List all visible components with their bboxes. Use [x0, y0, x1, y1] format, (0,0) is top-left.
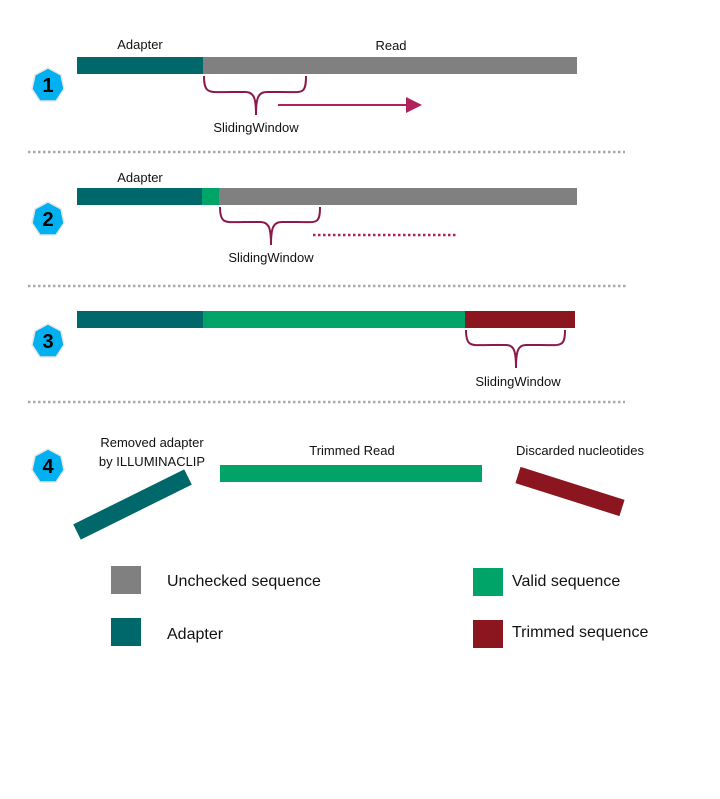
sliding-window-label: SlidingWindow: [475, 374, 561, 389]
adapter-segment: [77, 311, 203, 328]
step-3-badge: 3: [31, 323, 65, 358]
legend-label-valid: Valid sequence: [512, 573, 620, 590]
valid-segment: [203, 311, 465, 328]
step-2: 2 Adapter SlidingWindow: [31, 170, 577, 265]
legend-label-unchecked: Unchecked sequence: [167, 573, 321, 590]
adapter-label: Adapter: [117, 170, 163, 185]
removed-adapter-label: Removed adapter: [100, 435, 204, 450]
sliding-window-brace: [203, 75, 307, 116]
discarded-segment: [515, 466, 625, 517]
unchecked-segment: [203, 57, 577, 74]
adapter-segment: [77, 57, 203, 74]
unchecked-segment: [219, 188, 577, 205]
step-4-badge: 4: [31, 448, 65, 483]
sliding-window-brace: [465, 329, 566, 369]
sliding-window-label: SlidingWindow: [228, 250, 314, 265]
adapter-segment: [77, 188, 202, 205]
sliding-window-label: SlidingWindow: [213, 120, 299, 135]
valid-segment: [202, 188, 219, 205]
step-number: 3: [42, 331, 53, 353]
step-number: 4: [42, 456, 54, 478]
legend-label-adapter: Adapter: [167, 626, 224, 643]
step-1: 1 Adapter Read SlidingWindow: [31, 37, 577, 135]
legend-swatch-adapter: [111, 618, 141, 646]
discarded-label: Discarded nucleotides: [516, 443, 644, 458]
step-3: 3 SlidingWindow: [31, 311, 575, 389]
read-label: Read: [375, 38, 406, 53]
sliding-window-brace: [219, 206, 321, 246]
step-number: 2: [42, 209, 53, 231]
step-2-badge: 2: [31, 201, 65, 236]
step-number: 1: [42, 75, 53, 97]
step-1-badge: 1: [31, 67, 65, 102]
adapter-label: Adapter: [117, 37, 163, 52]
legend-label-trimmed: Trimmed sequence: [512, 624, 648, 641]
legend-swatch-unchecked: [111, 566, 141, 594]
removed-adapter-label-2: by ILLUMINACLIP: [99, 454, 205, 469]
trimmed-read-segment: [220, 465, 482, 482]
legend-swatch-trimmed: [473, 620, 503, 648]
trimmed-segment: [465, 311, 575, 328]
step-4: 4 Removed adapter by ILLUMINACLIP Trimme…: [31, 435, 644, 540]
legend: Unchecked sequence Adapter Valid sequenc…: [111, 566, 648, 648]
legend-swatch-valid: [473, 568, 503, 596]
trimmed-read-label: Trimmed Read: [309, 443, 394, 458]
removed-adapter-segment: [73, 469, 192, 540]
